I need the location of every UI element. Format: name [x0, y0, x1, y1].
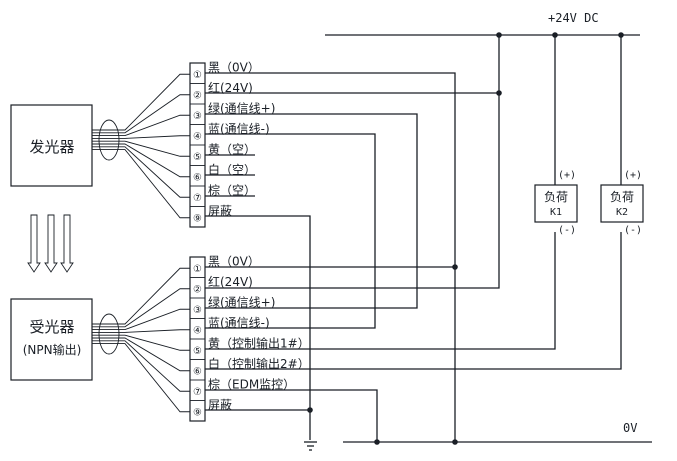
receiver-subtitle: (NPN输出): [23, 342, 82, 357]
light-arrows-icon: [27, 214, 74, 273]
wire-emitter-black-0v: [205, 72, 456, 442]
receiver-terminal-number: ②: [193, 284, 202, 295]
emitter-terminal-number: ⑤: [193, 152, 202, 163]
cable-wire: [92, 73, 190, 131]
load-k2: 负荷 K2 (+) (-): [600, 170, 644, 236]
cable-wire: [92, 334, 190, 351]
junction-dot: [452, 264, 458, 270]
emitter-terminal-label: 蓝(通信线-): [208, 122, 270, 136]
cable-wire: [92, 114, 190, 137]
receiver-terminal-label: 绿(通信线+): [208, 294, 275, 309]
zero-volt-label: 0V: [623, 421, 637, 435]
receiver-terminal-label: 蓝(通信线-): [208, 316, 270, 330]
wire-output-2: [205, 232, 622, 370]
junction-dot: [618, 32, 624, 38]
receiver-terminal-block: ① 黑（0V） ② 红(24V) ③ 绿(通信线+) ④ 蓝(通信线-) ⑤ 黄（控制输出1#） ⑥…: [189, 254, 310, 422]
wire-output-1: [205, 232, 556, 350]
receiver-terminal-label: 红(24V): [208, 274, 253, 289]
wire-shield: [205, 215, 311, 440]
junction-dot: [452, 439, 458, 445]
cable-wire: [92, 340, 190, 392]
emitter-terminal-label: 红(24V): [208, 80, 253, 95]
junction-dot: [374, 439, 380, 445]
receiver-terminal-label: 黄（控制输出1#）: [208, 335, 310, 350]
junction-dot: [496, 90, 502, 96]
load-k2-minus: (-): [624, 225, 642, 236]
receiver-terminal-number: ④: [193, 325, 202, 336]
wire-receiver-red-24v: [205, 35, 500, 289]
cable-wire: [92, 343, 190, 413]
junction-dot: [496, 32, 502, 38]
cable-wire: [92, 308, 190, 331]
emitter-terminal-label: 白（空）: [208, 162, 256, 177]
junction-dot: [307, 407, 313, 413]
receiver-terminal-label: 黑（0V）: [208, 254, 260, 268]
receiver-terminal-number: ③: [193, 305, 202, 316]
emitter-box: [10, 104, 93, 187]
cable-wire: [92, 288, 190, 328]
emitter-terminal-number: ①: [193, 70, 202, 81]
cable-wire: [92, 94, 190, 134]
plus24v-label: +24V DC: [548, 11, 599, 25]
wire-edm: [205, 389, 378, 442]
receiver-title: 受光器: [29, 318, 74, 336]
ground-icon: [304, 441, 317, 451]
cable-wire: [92, 337, 190, 372]
emitter-terminal-label: 黄（空）: [208, 142, 256, 156]
cable-sheath-icon: [98, 313, 120, 355]
load-k2-plus: (+): [624, 170, 642, 181]
cable-wire: [92, 329, 190, 333]
receiver-terminal-number: ①: [193, 264, 202, 275]
wire-comm-minus: [205, 133, 376, 329]
receiver-terminal-number: ⑨: [193, 407, 202, 418]
emitter-terminal-label: 黑（0V）: [208, 60, 260, 74]
cable-wire: [92, 146, 190, 198]
load-k1-name: 负荷: [544, 190, 568, 204]
cable-sheath-icon: [98, 119, 120, 161]
receiver-terminal-number: ⑥: [193, 366, 202, 377]
load-k2-name: 负荷: [610, 190, 634, 204]
receiver-terminal-number: ⑦: [193, 387, 202, 398]
receiver-terminal-label: 棕（EDM监控）: [208, 376, 295, 391]
emitter-title: 发光器: [29, 138, 74, 156]
wire-comm-plus: [205, 113, 418, 309]
cable-wire: [92, 135, 190, 139]
emitter-terminal-block: ① 黑（0V） ② 红(24V) ③ 绿(通信线+) ④ 蓝(通信线-) ⑤ 黄（空） ⑥ 白（空） ⑦…: [189, 60, 275, 228]
emitter-terminal-number: ⑦: [193, 193, 202, 204]
load-k2-id: K2: [616, 207, 628, 218]
load-k1-id: K1: [550, 207, 562, 218]
junction-dot: [552, 32, 558, 38]
cable-wire: [92, 140, 190, 157]
cable-wire: [92, 267, 190, 325]
cable-wire: [92, 149, 190, 219]
emitter-terminal-label: 屏蔽: [208, 204, 232, 218]
emitter-terminal-number: ②: [193, 90, 202, 101]
emitter-terminal-number: ⑥: [193, 172, 202, 183]
receiver-box: [10, 298, 93, 381]
load-k1: 负荷 K1 (+) (-): [534, 170, 578, 236]
load-k1-plus: (+): [558, 170, 576, 181]
emitter-terminal-number: ④: [193, 131, 202, 142]
receiver-cable-bundle: [92, 267, 190, 413]
emitter-terminal-label: 棕（空）: [208, 182, 256, 197]
receiver-terminal-label: 白（控制输出2#）: [208, 356, 310, 371]
receiver-terminal-label: 屏蔽: [208, 398, 232, 412]
emitter-terminal-number: ⑨: [193, 213, 202, 224]
emitter-terminal-label: 绿(通信线+): [208, 100, 275, 115]
receiver-terminal-number: ⑤: [193, 346, 202, 357]
emitter-terminal-number: ③: [193, 111, 202, 122]
emitter-cable-bundle: [92, 73, 190, 219]
cable-wire: [92, 143, 190, 178]
load-k1-minus: (-): [558, 225, 576, 236]
